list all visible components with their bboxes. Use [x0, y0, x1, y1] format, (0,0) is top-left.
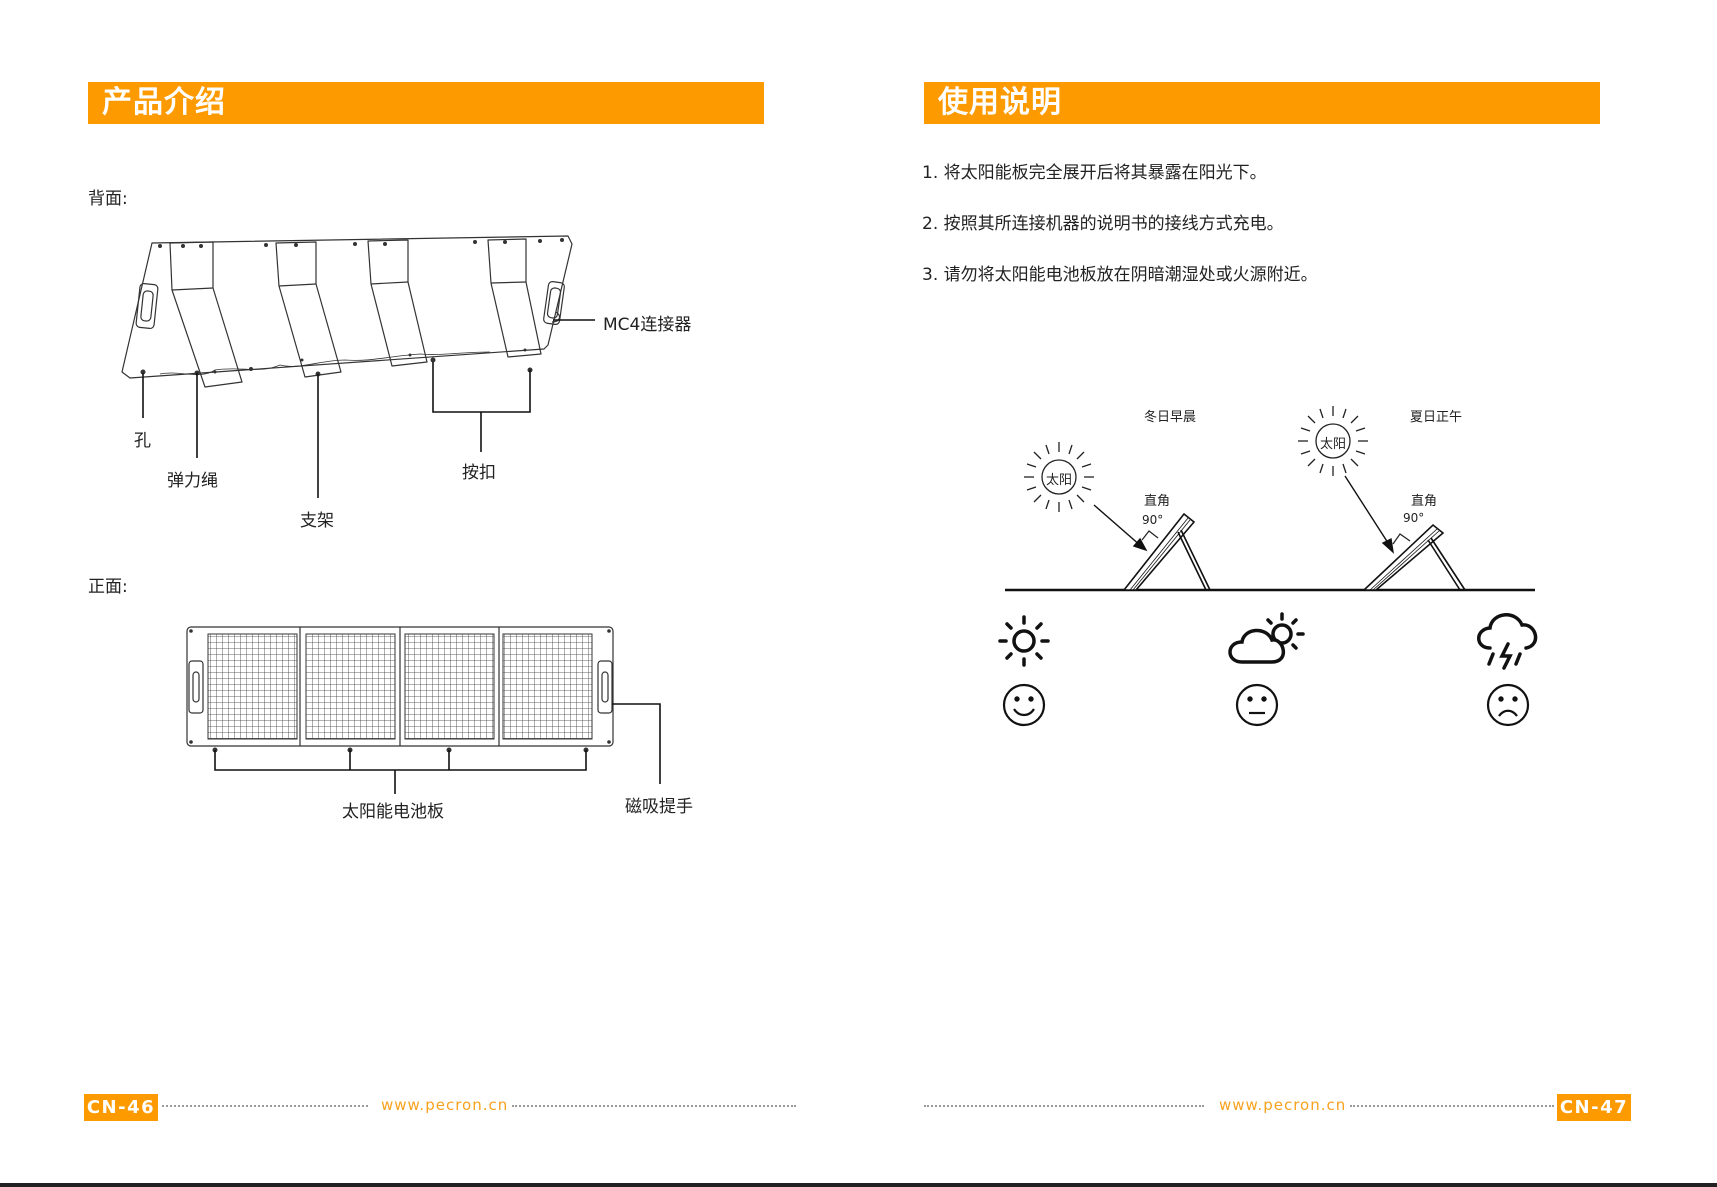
page-bottom-edge [0, 1183, 1717, 1187]
thunderstorm-icon [1479, 615, 1536, 668]
website-right: www.pecron.cn [1219, 1096, 1346, 1114]
sad-face-icon [1488, 685, 1528, 725]
happy-face-icon [1004, 685, 1044, 725]
sunny-icon [1000, 617, 1048, 665]
footer-dots-right-a [924, 1105, 1204, 1107]
page-number-right: CN-47 [1557, 1094, 1631, 1121]
footer-dots-right-b [1350, 1105, 1554, 1107]
neutral-face-icon [1237, 685, 1277, 725]
partly-cloudy-icon [1230, 614, 1303, 662]
